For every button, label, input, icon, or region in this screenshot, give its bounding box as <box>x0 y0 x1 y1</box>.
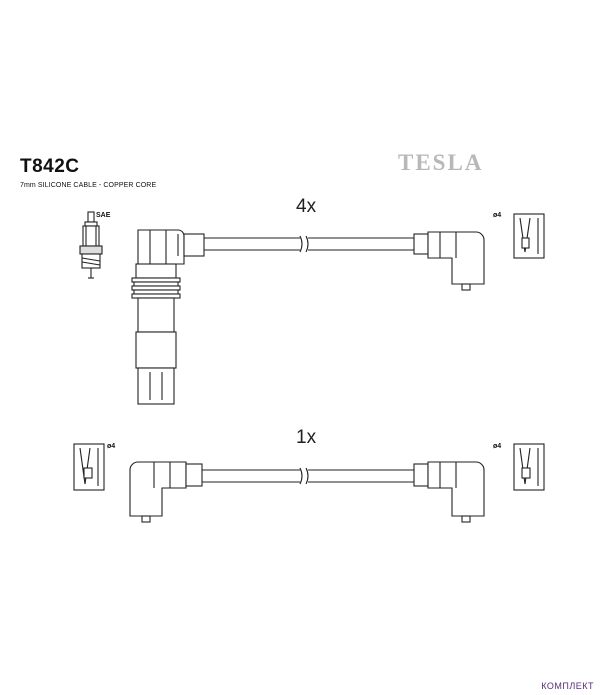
cable-bottom <box>202 467 414 485</box>
cable-top <box>204 235 414 253</box>
plug-boot-angled-top-right <box>413 231 485 291</box>
plug-boot-angled-bottom-left <box>129 461 203 523</box>
quantity-bottom-set: 1x <box>296 427 317 448</box>
diameter-label-bottom-right: ø4 <box>493 443 502 450</box>
plug-boot-straight <box>131 229 205 405</box>
spark-plug-icon <box>79 211 103 279</box>
plug-boot-angled-bottom-right <box>413 461 485 523</box>
cable-description: 7mm SILICONE CABLE - COPPER CORE <box>20 182 157 189</box>
diameter-label-bottom-left: ø4 <box>107 443 116 450</box>
terminal-bottom-right <box>513 443 545 491</box>
sae-label: SAE <box>96 212 111 219</box>
diameter-label-top-right: ø4 <box>493 212 502 219</box>
quantity-top-set: 4x <box>296 196 317 217</box>
terminal-bottom-left <box>73 443 105 491</box>
brand-logo: TESLA <box>398 150 484 175</box>
part-number: T842C <box>20 156 80 177</box>
terminal-top-right <box>513 213 545 259</box>
watermark: КОМПЛЕКТ <box>541 681 594 691</box>
